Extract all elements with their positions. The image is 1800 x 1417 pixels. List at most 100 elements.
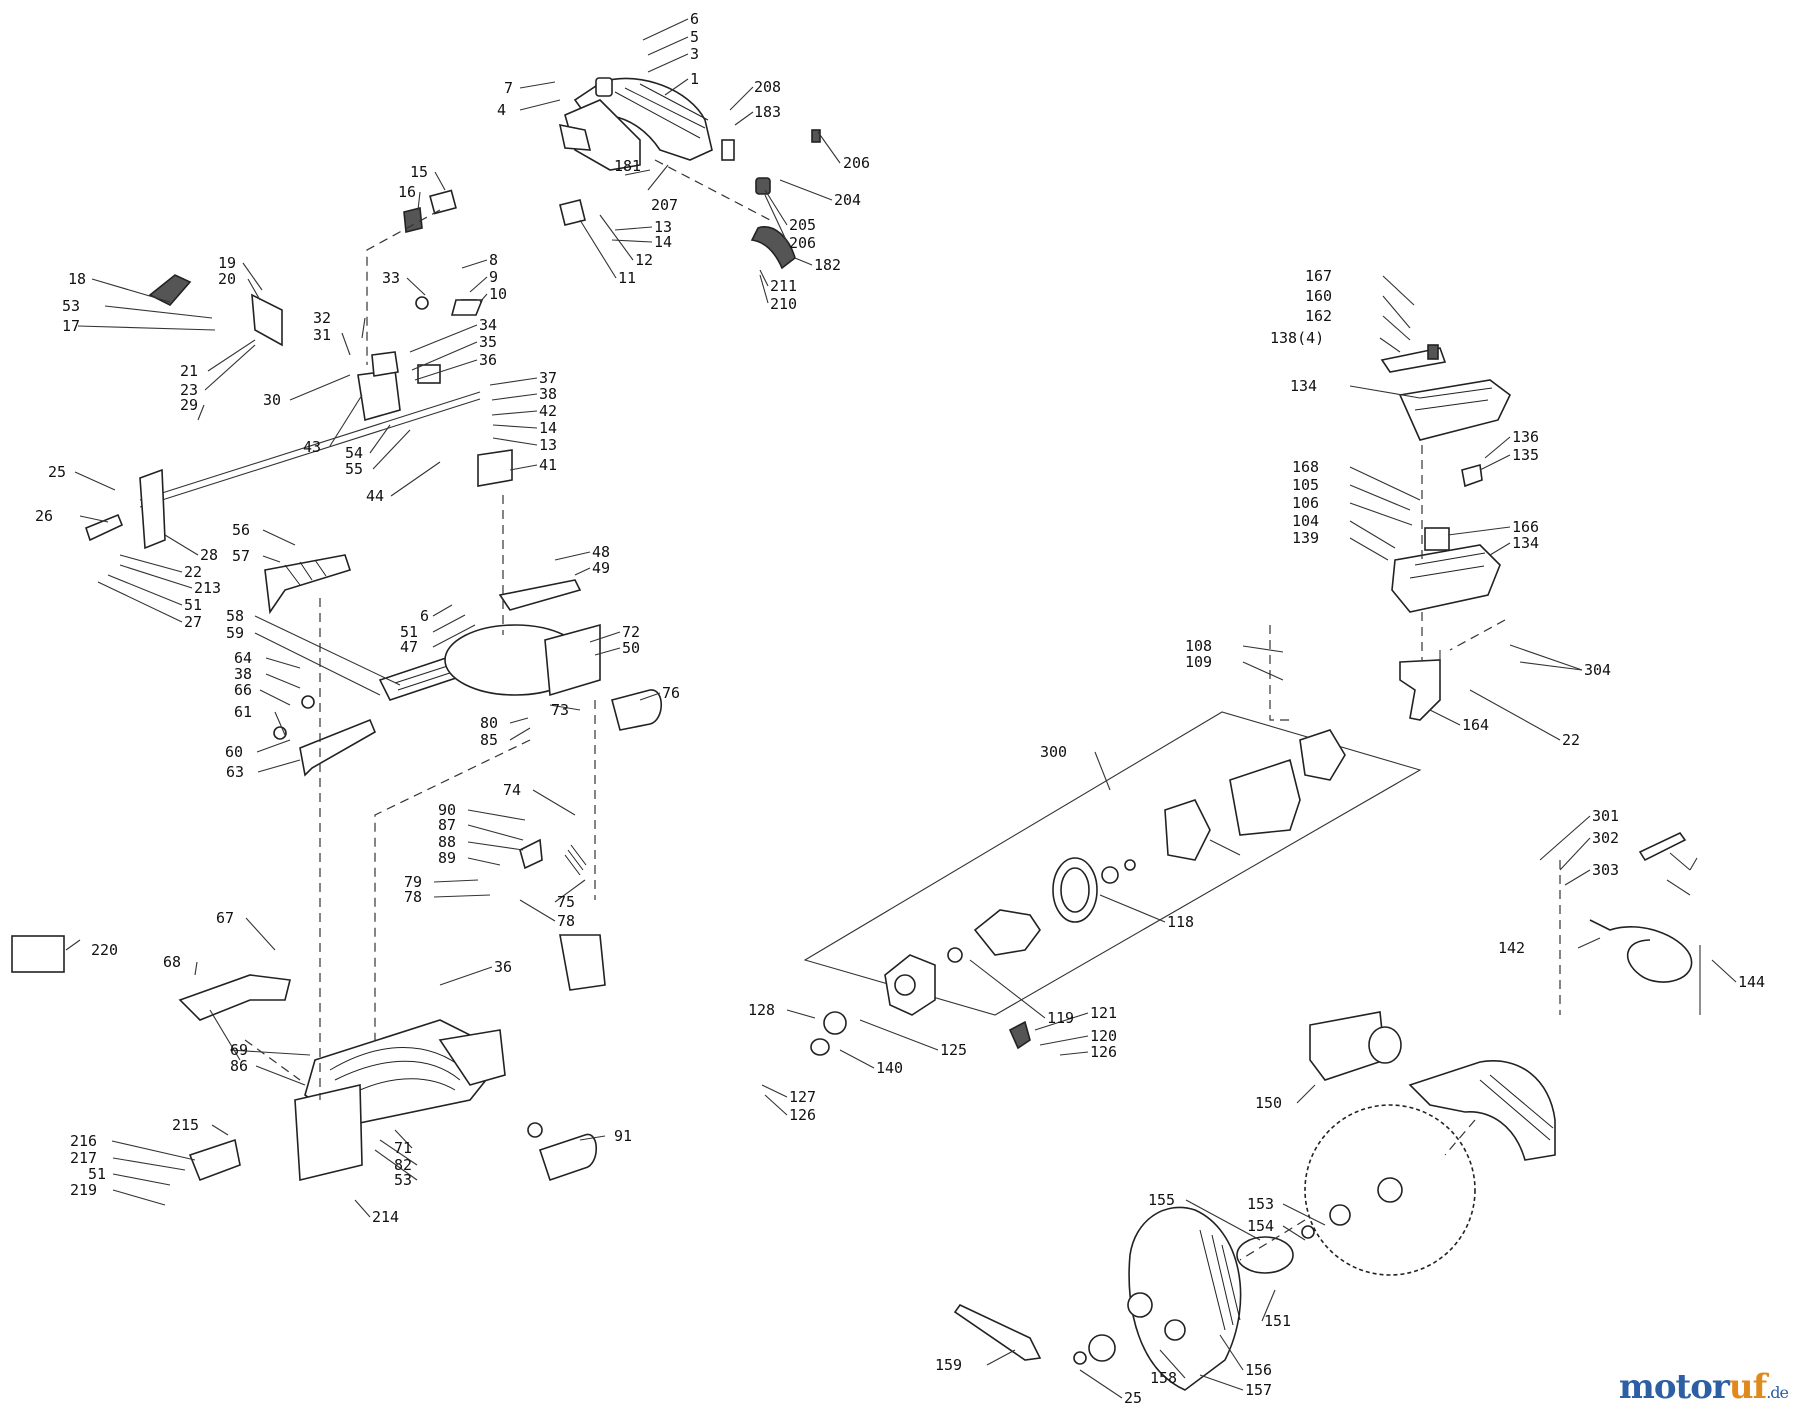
part-label: 151: [1264, 1312, 1291, 1330]
part-label: 215: [172, 1116, 199, 1134]
part-label: 304: [1584, 661, 1611, 679]
part-label: 14: [654, 233, 672, 251]
part-label: 27: [184, 613, 202, 631]
pivot-arm: [357, 369, 401, 422]
part-label: 300: [1040, 743, 1067, 761]
leader-lines: [65, 18, 1737, 1399]
part-label: 18: [68, 270, 86, 288]
part-label: 55: [345, 460, 363, 478]
watermark-part-2: uf: [1728, 1367, 1767, 1407]
part-label: 29: [180, 396, 198, 414]
part-label: 220: [91, 941, 118, 959]
part-label: 160: [1305, 287, 1332, 305]
part-label: 38: [234, 665, 252, 683]
part-label: 53: [62, 297, 80, 315]
part-label: 134: [1512, 534, 1539, 552]
part-label: 28: [200, 546, 218, 564]
part-label: 181: [614, 157, 641, 175]
part-label: 67: [216, 909, 234, 927]
part-label: 66: [234, 681, 252, 699]
assembly-lines: [244, 159, 1561, 1261]
part-label: 127: [789, 1088, 816, 1106]
part-label: 56: [232, 521, 250, 539]
clamp-knob: [538, 1133, 597, 1182]
part-label: 22: [1562, 731, 1580, 749]
part-label: 23: [180, 381, 198, 399]
handle-cover: [1398, 379, 1512, 441]
part-label: 303: [1592, 861, 1619, 879]
part-label: 155: [1148, 1191, 1175, 1209]
part-labels: 6 5 3 1 7 4 208 183 206 181 207 204 205 …: [35, 10, 1765, 1407]
part-label: 50: [622, 639, 640, 657]
part-label: 32: [313, 309, 331, 327]
part-label: 6: [420, 607, 429, 625]
armature: [973, 909, 1041, 956]
part-label: 73: [551, 701, 569, 719]
part-label: 8: [489, 251, 498, 269]
field-stator: [1164, 799, 1211, 861]
part-label: 30: [263, 391, 281, 409]
part-label: 153: [1247, 1195, 1274, 1213]
part-label: 19: [218, 254, 236, 272]
part-label: 4: [497, 101, 506, 119]
part-label: 78: [557, 912, 575, 930]
guard-assembly: [1408, 1060, 1556, 1161]
part-label: 41: [539, 456, 557, 474]
trigger-handle: [148, 274, 192, 306]
part-label: 44: [366, 487, 384, 505]
part-label: 53: [394, 1171, 412, 1189]
part-label: 156: [1245, 1361, 1272, 1379]
part-drawings: [11, 77, 1701, 1391]
part-label: 166: [1512, 518, 1539, 536]
part-label: 164: [1462, 716, 1489, 734]
part-label: 204: [834, 191, 861, 209]
part-label: 51: [184, 596, 202, 614]
part-label: 144: [1738, 973, 1765, 991]
part-label: 121: [1090, 1004, 1117, 1022]
part-label: 126: [1090, 1043, 1117, 1061]
part-label: 54: [345, 444, 363, 462]
part-label: 125: [940, 1041, 967, 1059]
lower-blade-guard: [1128, 1206, 1242, 1391]
part-label: 57: [232, 547, 250, 565]
part-label: 25: [1124, 1389, 1142, 1407]
part-label: 10: [489, 285, 507, 303]
part-label: 49: [592, 559, 610, 577]
part-label: 72: [622, 623, 640, 641]
part-label: 206: [789, 234, 816, 252]
part-label: 78: [404, 888, 422, 906]
part-label: 17: [62, 317, 80, 335]
part-label: 109: [1185, 653, 1212, 671]
fence-lower: [299, 718, 377, 777]
part-label: 158: [1150, 1369, 1177, 1387]
part-label: 213: [194, 579, 221, 597]
part-label: 214: [372, 1208, 399, 1226]
part-label: 68: [163, 953, 181, 971]
part-label: 15: [410, 163, 428, 181]
watermark-part-3: .de: [1766, 1383, 1789, 1402]
part-label: 301: [1592, 807, 1619, 825]
part-label: 106: [1292, 494, 1319, 512]
part-label: 36: [494, 958, 512, 976]
part-label: 12: [635, 251, 653, 269]
part-label: 88: [438, 833, 456, 851]
part-label: 51: [88, 1165, 106, 1183]
part-label: 167: [1305, 267, 1332, 285]
part-label: 207: [651, 196, 678, 214]
dust-elbow: [750, 226, 796, 270]
part-label: 80: [480, 714, 498, 732]
motor-cap: [1299, 729, 1346, 781]
part-label: 22: [184, 563, 202, 581]
part-label: 36: [479, 351, 497, 369]
part-label: 126: [789, 1106, 816, 1124]
part-label: 25: [48, 463, 66, 481]
part-label: 7: [504, 79, 513, 97]
part-label: 87: [438, 816, 456, 834]
part-label: 11: [618, 269, 636, 287]
part-label: 35: [479, 333, 497, 351]
part-label: 61: [234, 703, 252, 721]
part-label: 37: [539, 369, 557, 387]
part-label: 82: [394, 1156, 412, 1174]
part-label: 108: [1185, 637, 1212, 655]
